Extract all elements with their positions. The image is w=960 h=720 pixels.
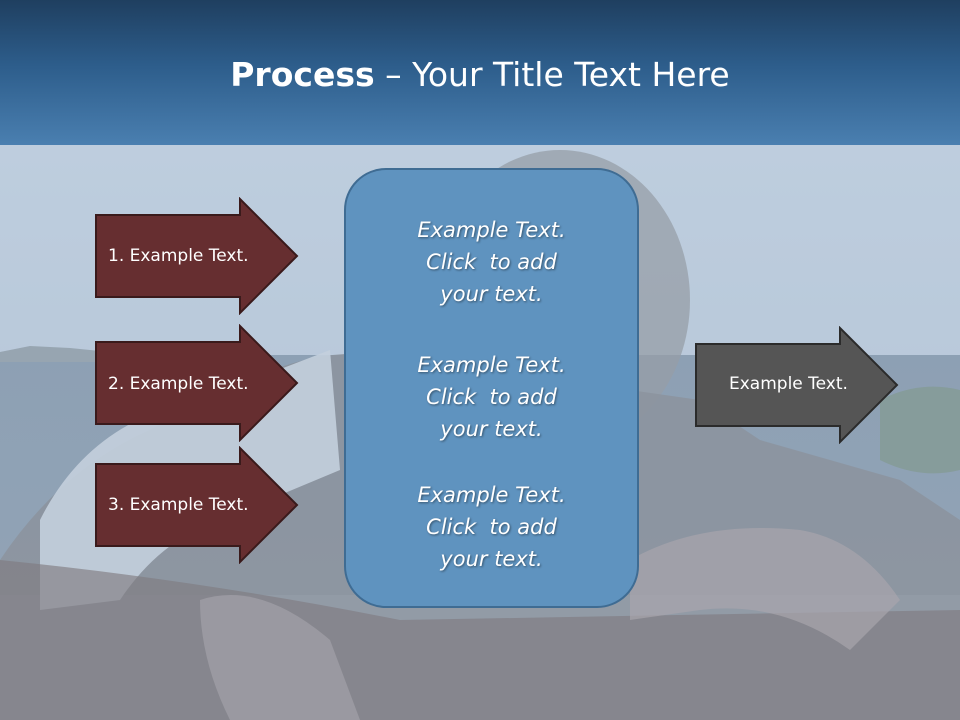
center-block-2-line-2: Click to add	[426, 385, 557, 409]
center-block-1-line-2: Click to add	[426, 250, 557, 274]
left-arrow-2[interactable]	[94, 324, 300, 442]
center-block-3-line-2: Click to add	[426, 515, 557, 539]
header-band	[0, 0, 960, 145]
center-block-2-line-1: Example Text.	[417, 353, 566, 377]
left-arrow-3[interactable]	[94, 446, 300, 564]
center-block-3-line-3: your text.	[440, 547, 543, 571]
right-arrow-label: Example Text.	[729, 374, 848, 394]
title-rest: – Your Title Text Here	[374, 55, 730, 94]
title-bold: Process	[230, 55, 375, 94]
left-arrow-1[interactable]	[94, 197, 300, 315]
left-arrow-3-label: 3. Example Text.	[108, 495, 249, 515]
center-block-2-line-3: your text.	[440, 417, 543, 441]
center-block-1-line-1: Example Text.	[417, 218, 566, 242]
right-arrow[interactable]	[694, 326, 900, 444]
left-arrow-2-label: 2. Example Text.	[108, 374, 249, 394]
center-block-3-line-1: Example Text.	[417, 483, 566, 507]
center-block-3: Example Text. Click to add your text.	[346, 479, 637, 575]
center-block-2: Example Text. Click to add your text.	[346, 349, 637, 445]
slide-title[interactable]: Process – Your Title Text Here	[0, 52, 960, 98]
center-block-1-line-3: your text.	[440, 282, 543, 306]
left-arrow-1-label: 1. Example Text.	[108, 246, 249, 266]
center-text-box[interactable]: Example Text. Click to add your text. Ex…	[344, 168, 639, 608]
center-block-1: Example Text. Click to add your text.	[346, 214, 637, 310]
